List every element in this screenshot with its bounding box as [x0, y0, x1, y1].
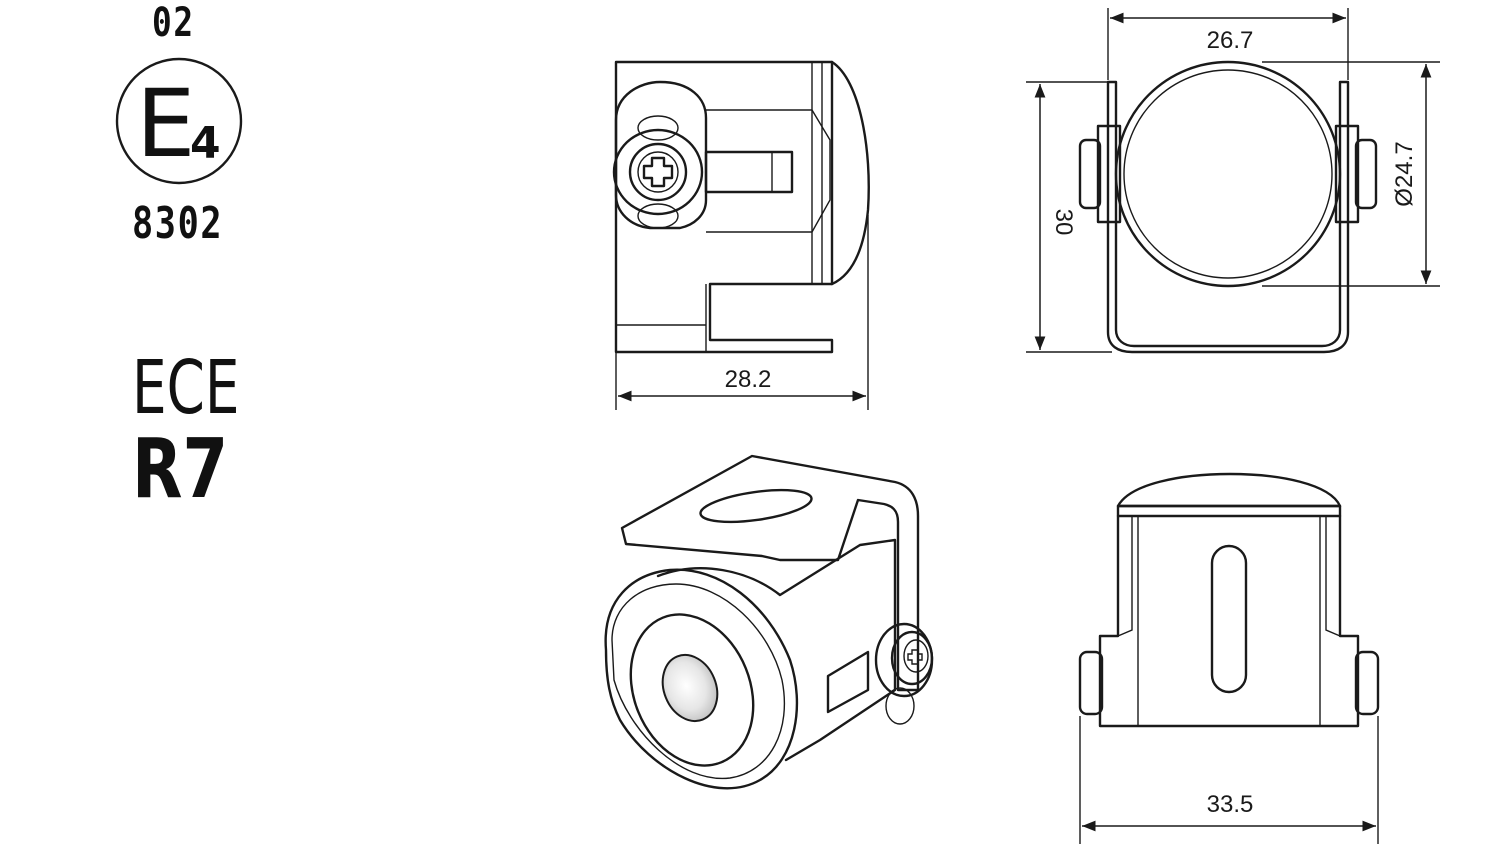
- approval-code-bottom: 8302: [132, 198, 224, 249]
- side-view-drawing: [612, 60, 870, 354]
- e-mark-symbol: E 4: [115, 57, 243, 185]
- e-mark-country-number: 4: [190, 118, 221, 169]
- dimension-front-height: 30: [1050, 209, 1077, 236]
- dimension-side-width: 28.2: [725, 366, 772, 393]
- rear-view-drawing: [1078, 472, 1380, 728]
- dimension-front-width: 26.7: [1207, 27, 1254, 54]
- dimension-lens-diameter: Ø24.7: [1391, 141, 1418, 206]
- dimension-rear-width: 33.5: [1207, 791, 1254, 818]
- isometric-view-drawing: [604, 454, 934, 790]
- regulation-number: R7: [132, 422, 229, 517]
- front-view-drawing: [1078, 60, 1378, 354]
- e-mark-letter: E: [136, 70, 195, 179]
- regulation-standard: ECE: [132, 345, 240, 431]
- approval-code-top: 02: [152, 0, 195, 46]
